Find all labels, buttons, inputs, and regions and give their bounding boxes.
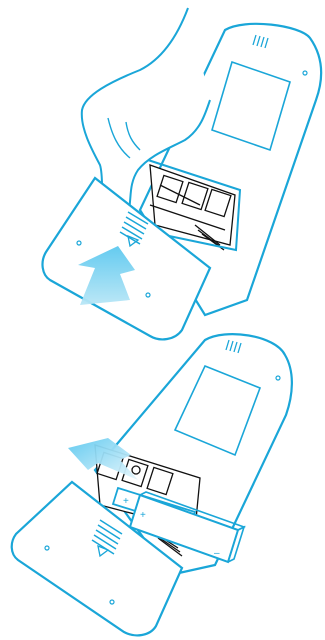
step-2-insert-batteries: + + – <box>10 333 293 637</box>
remote-screen-2 <box>173 364 262 457</box>
cover-grip-lines-1 <box>119 211 149 245</box>
finger-crease-1 <box>107 117 141 159</box>
cover-dot-a-1 <box>76 240 82 246</box>
ir-dot-1 <box>302 70 308 76</box>
step-1-remove-cover <box>41 7 323 341</box>
cover-dot-b-1 <box>145 292 151 298</box>
ir-dot-2 <box>275 375 281 381</box>
vent-lines-2 <box>225 339 242 354</box>
battery-plus: + <box>140 510 146 521</box>
cover-dot-b-2 <box>109 599 115 605</box>
battery-cover-2 <box>10 480 184 637</box>
remote-screen-1 <box>211 60 291 152</box>
cover-dot-a-2 <box>44 545 50 551</box>
battery-minus: – <box>214 548 220 559</box>
cover-arrow-mark-2 <box>97 544 110 558</box>
cover-grip-lines-2 <box>91 519 123 555</box>
insert-arrow-up-left <box>68 438 138 480</box>
remote-body-1 <box>138 22 323 317</box>
battery-inserting: + – <box>128 491 247 564</box>
battery-installed-plus: + <box>123 496 129 507</box>
battery-compartment-1 <box>149 164 236 251</box>
slide-arrow-down-left <box>78 246 135 305</box>
compartment-outline-1 <box>147 159 242 252</box>
vent-lines-1 <box>252 34 269 49</box>
cover-arrow-mark-1 <box>127 234 140 248</box>
